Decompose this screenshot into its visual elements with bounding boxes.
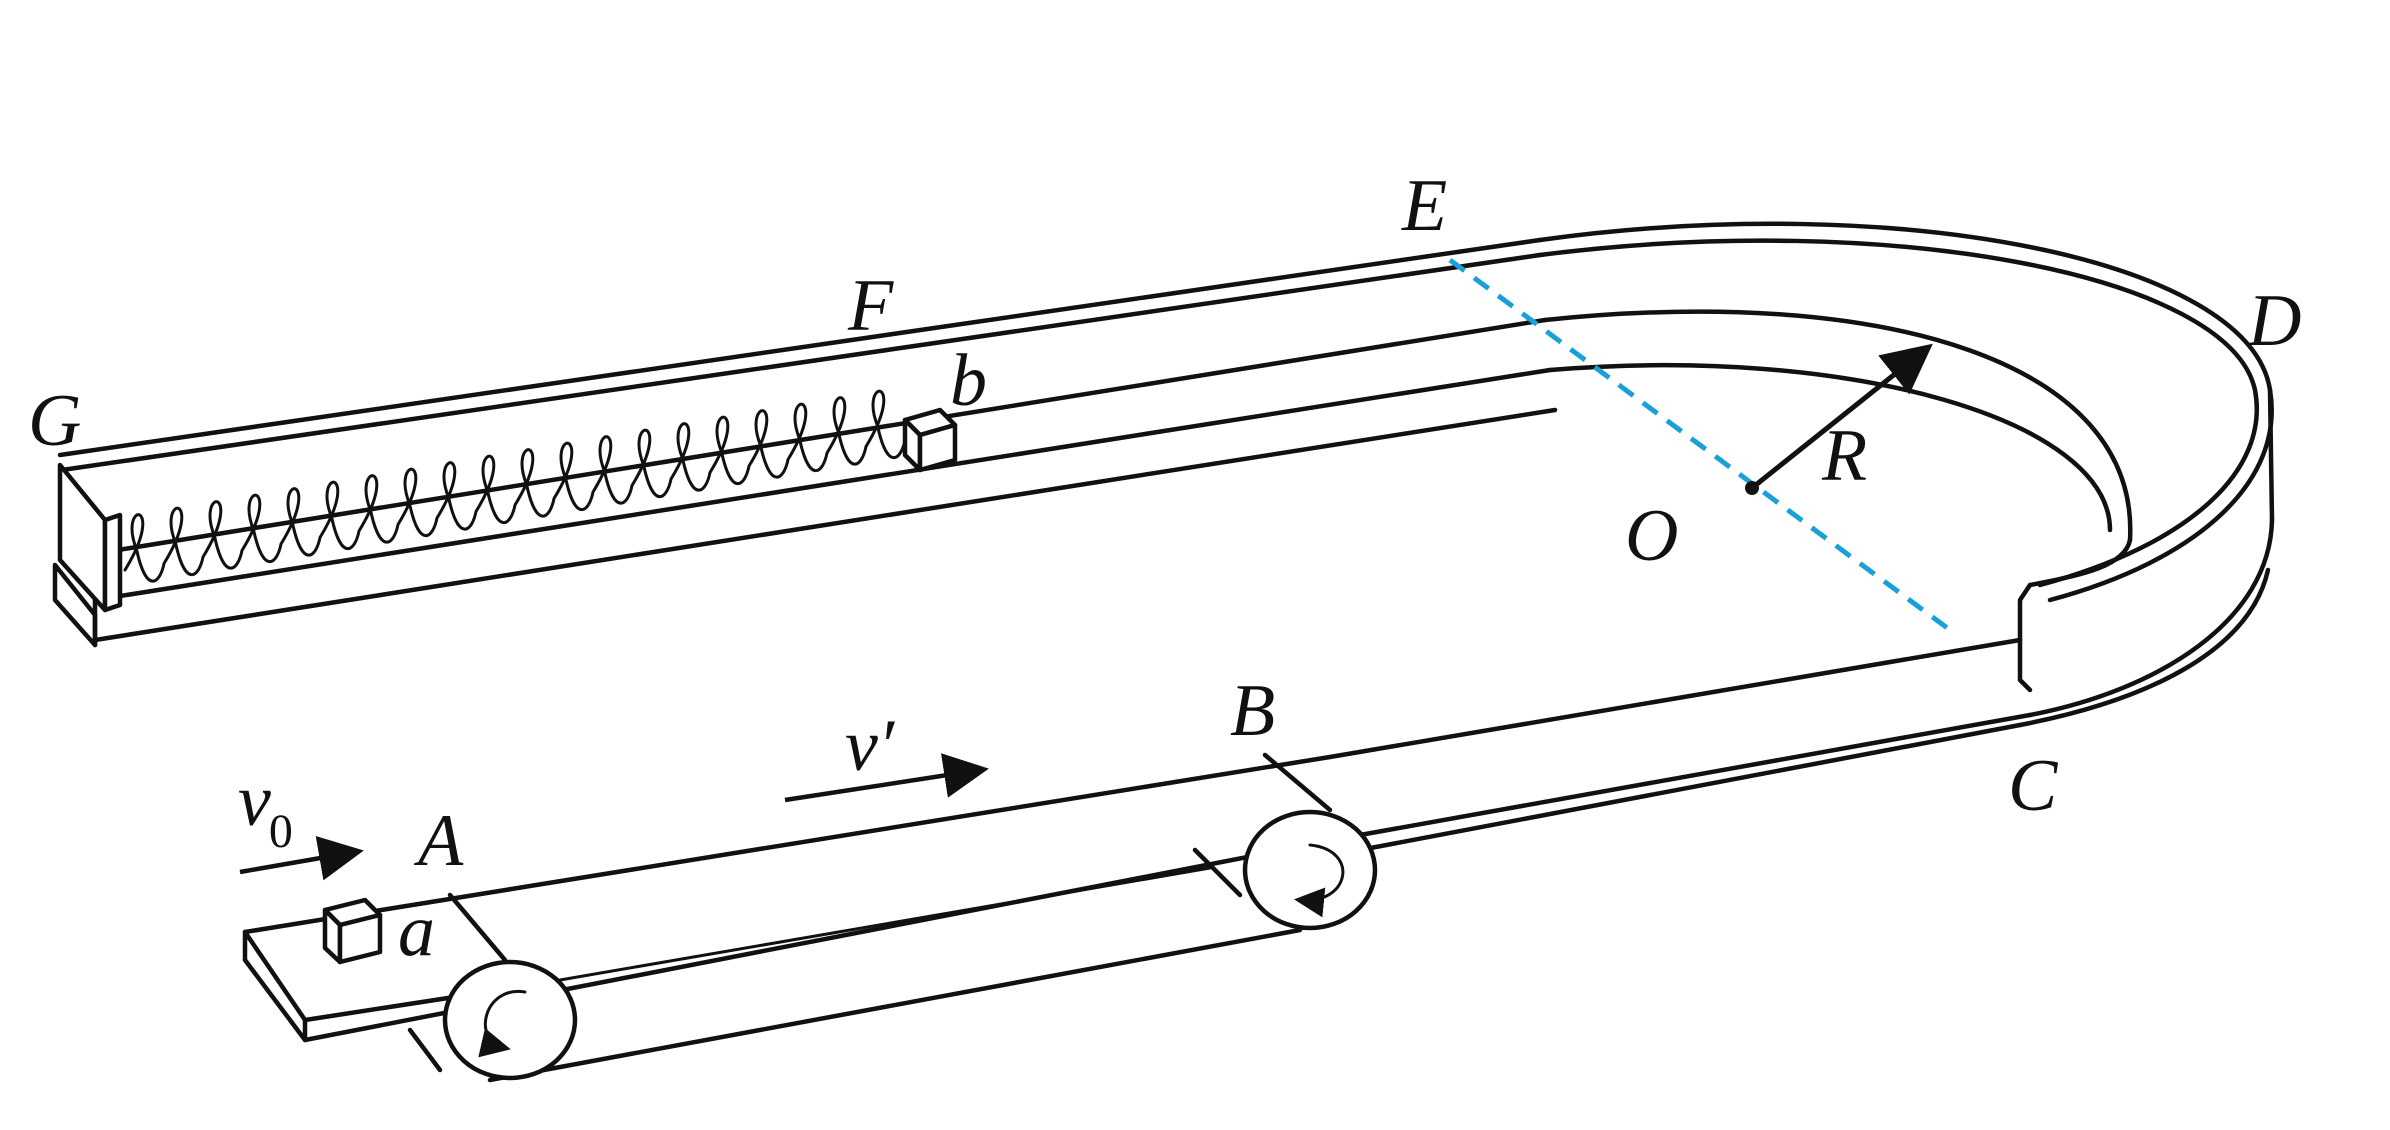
dashed-line-e-to-c (1448, 257, 1952, 633)
label-d: D (2247, 280, 2301, 362)
label-e: E (1401, 165, 1447, 247)
label-o: O (1625, 495, 1678, 577)
label-a-point: A (413, 800, 464, 882)
block-b (902, 407, 958, 473)
vprime-arrow (784, 753, 989, 803)
roller-a (442, 959, 578, 1081)
label-r: R (1821, 415, 1867, 497)
label-block-b: b (950, 340, 987, 422)
v0-arrow (239, 836, 364, 881)
label-block-a: a (398, 890, 435, 972)
label-v0: v0 (238, 760, 293, 858)
block-a (322, 897, 383, 965)
semicircular-track (1537, 221, 2275, 728)
label-g: G (28, 380, 81, 462)
label-b-point: B (1230, 670, 1275, 752)
label-vprime: v′ (845, 705, 896, 787)
roller-b (1242, 809, 1378, 931)
lower-straight-track (1327, 637, 2033, 853)
stopper-block-g (52, 462, 123, 648)
label-f: F (847, 265, 894, 347)
spring (123, 389, 907, 583)
radius-arrow (1745, 343, 1933, 495)
upper-straight-track (57, 237, 1558, 643)
label-c: C (2008, 745, 2059, 827)
